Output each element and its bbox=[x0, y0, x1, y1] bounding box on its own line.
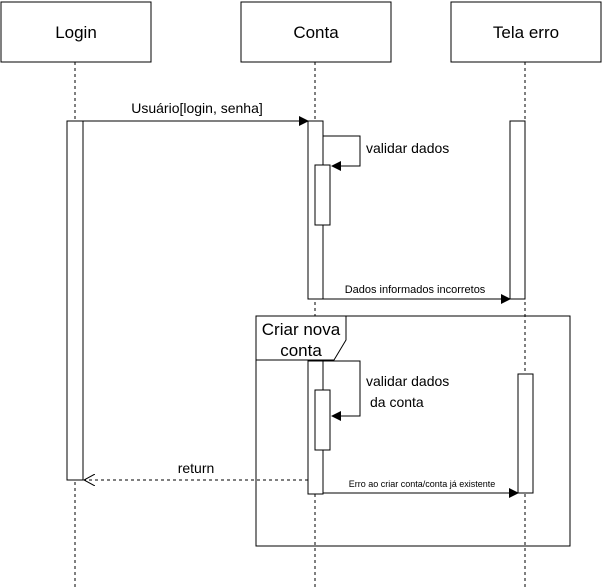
message-return[interactable]: return bbox=[84, 460, 308, 480]
participant-conta-label: Conta bbox=[293, 23, 339, 42]
message-erro-criar[interactable]: Erro ao criar conta/conta já existente bbox=[323, 479, 519, 498]
message-return-label: return bbox=[178, 460, 215, 476]
activation-conta-1-nested[interactable] bbox=[314, 164, 331, 226]
message-dados-incorretos-label: Dados informados incorretos bbox=[345, 284, 486, 296]
activation-tela-erro-2[interactable] bbox=[517, 373, 534, 494]
message-usuario-label: Usuário[login, senha] bbox=[131, 100, 263, 116]
message-validar-dados[interactable]: validar dados bbox=[323, 135, 449, 171]
message-validar-dados-conta-label-2: da conta bbox=[370, 394, 424, 410]
fragment-label-line2: conta bbox=[280, 341, 322, 360]
message-validar-dados-conta[interactable]: validar dados da conta bbox=[323, 360, 449, 421]
activation-conta-2-nested[interactable] bbox=[314, 389, 331, 451]
participant-conta[interactable]: Conta bbox=[240, 1, 392, 63]
participant-tela-erro[interactable]: Tela erro bbox=[450, 1, 602, 63]
activation-login[interactable] bbox=[66, 120, 84, 481]
message-validar-dados-label: validar dados bbox=[366, 140, 449, 156]
fragment-label-line1: Criar nova bbox=[262, 320, 341, 339]
message-validar-dados-conta-label-1: validar dados bbox=[366, 373, 449, 389]
message-usuario[interactable]: Usuário[login, senha] bbox=[83, 100, 309, 126]
activation-tela-erro-1[interactable] bbox=[509, 120, 526, 300]
message-erro-criar-label: Erro ao criar conta/conta já existente bbox=[349, 479, 496, 489]
participant-login-label: Login bbox=[55, 23, 97, 42]
participant-tela-erro-label: Tela erro bbox=[493, 23, 559, 42]
participant-login[interactable]: Login bbox=[0, 1, 152, 63]
fragment-criar-nova-conta[interactable]: Criar nova conta bbox=[255, 315, 571, 547]
message-dados-incorretos[interactable]: Dados informados incorretos bbox=[323, 284, 511, 304]
